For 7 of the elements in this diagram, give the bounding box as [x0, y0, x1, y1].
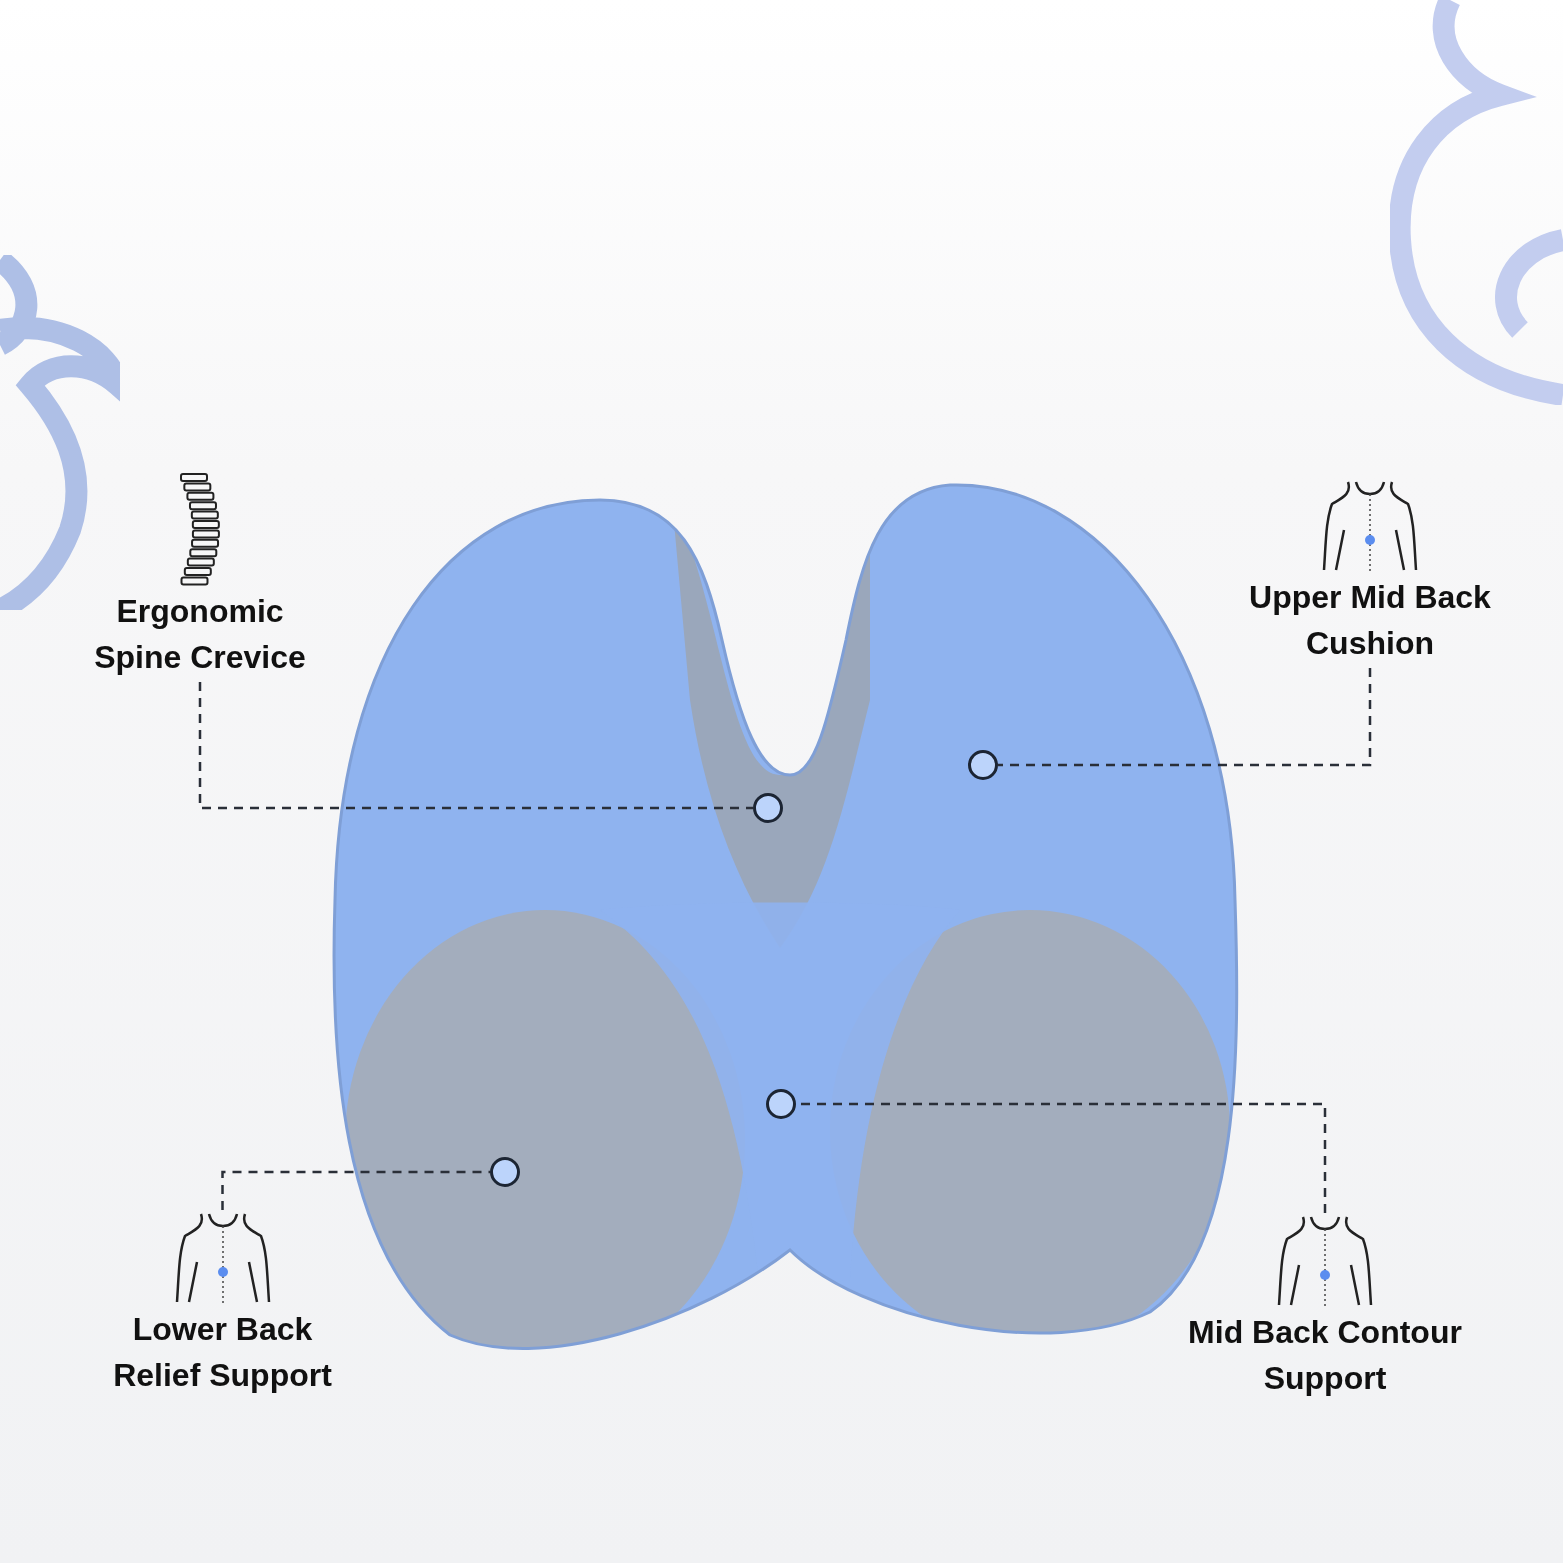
callout-label: Upper Mid Back Cushion: [1248, 578, 1492, 663]
callout-label: Lower Back Relief Support: [112, 1310, 333, 1395]
leader-line: [221, 1170, 490, 1210]
callout-label: Ergonomic Spine Crevice: [93, 592, 307, 677]
leader-line: [998, 668, 1372, 767]
callout-label: Mid Back Contour Support: [1187, 1313, 1463, 1398]
leader-line: [198, 682, 753, 810]
